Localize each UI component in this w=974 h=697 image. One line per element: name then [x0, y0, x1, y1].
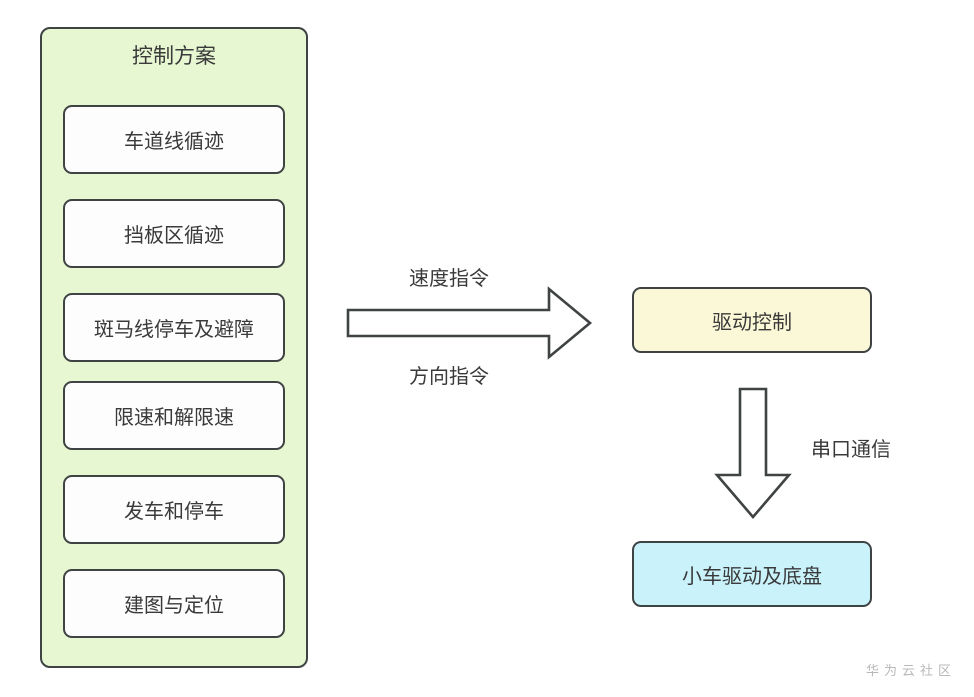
arrow-group-to-drive — [344, 286, 594, 360]
node-drive-control[interactable]: 驱动控制 — [632, 287, 872, 353]
node-car-chassis[interactable]: 小车驱动及底盘 — [632, 541, 872, 607]
edge-label-serial-communication: 串口通信 — [811, 439, 891, 461]
group-item-crosswalk-stop[interactable]: 斑马线停车及避障 — [63, 293, 285, 362]
group-item-speed-limit[interactable]: 限速和解限速 — [63, 381, 285, 450]
edge-label-speed-command: 速度指令 — [409, 268, 489, 290]
watermark: 华为云社区 — [865, 663, 956, 678]
group-item-lane-tracking[interactable]: 车道线循迹 — [63, 105, 285, 174]
edge-label-direction-command: 方向指令 — [409, 366, 489, 388]
arrow-drive-to-chassis — [714, 386, 792, 520]
group-title: 控制方案 — [132, 45, 216, 68]
group-item-mapping-localization[interactable]: 建图与定位 — [63, 569, 285, 638]
group-item-start-stop[interactable]: 发车和停车 — [63, 475, 285, 544]
down-arrow-icon — [714, 387, 792, 519]
right-arrow-icon — [346, 286, 593, 360]
group-item-baffle-tracking[interactable]: 挡板区循迹 — [63, 199, 285, 268]
